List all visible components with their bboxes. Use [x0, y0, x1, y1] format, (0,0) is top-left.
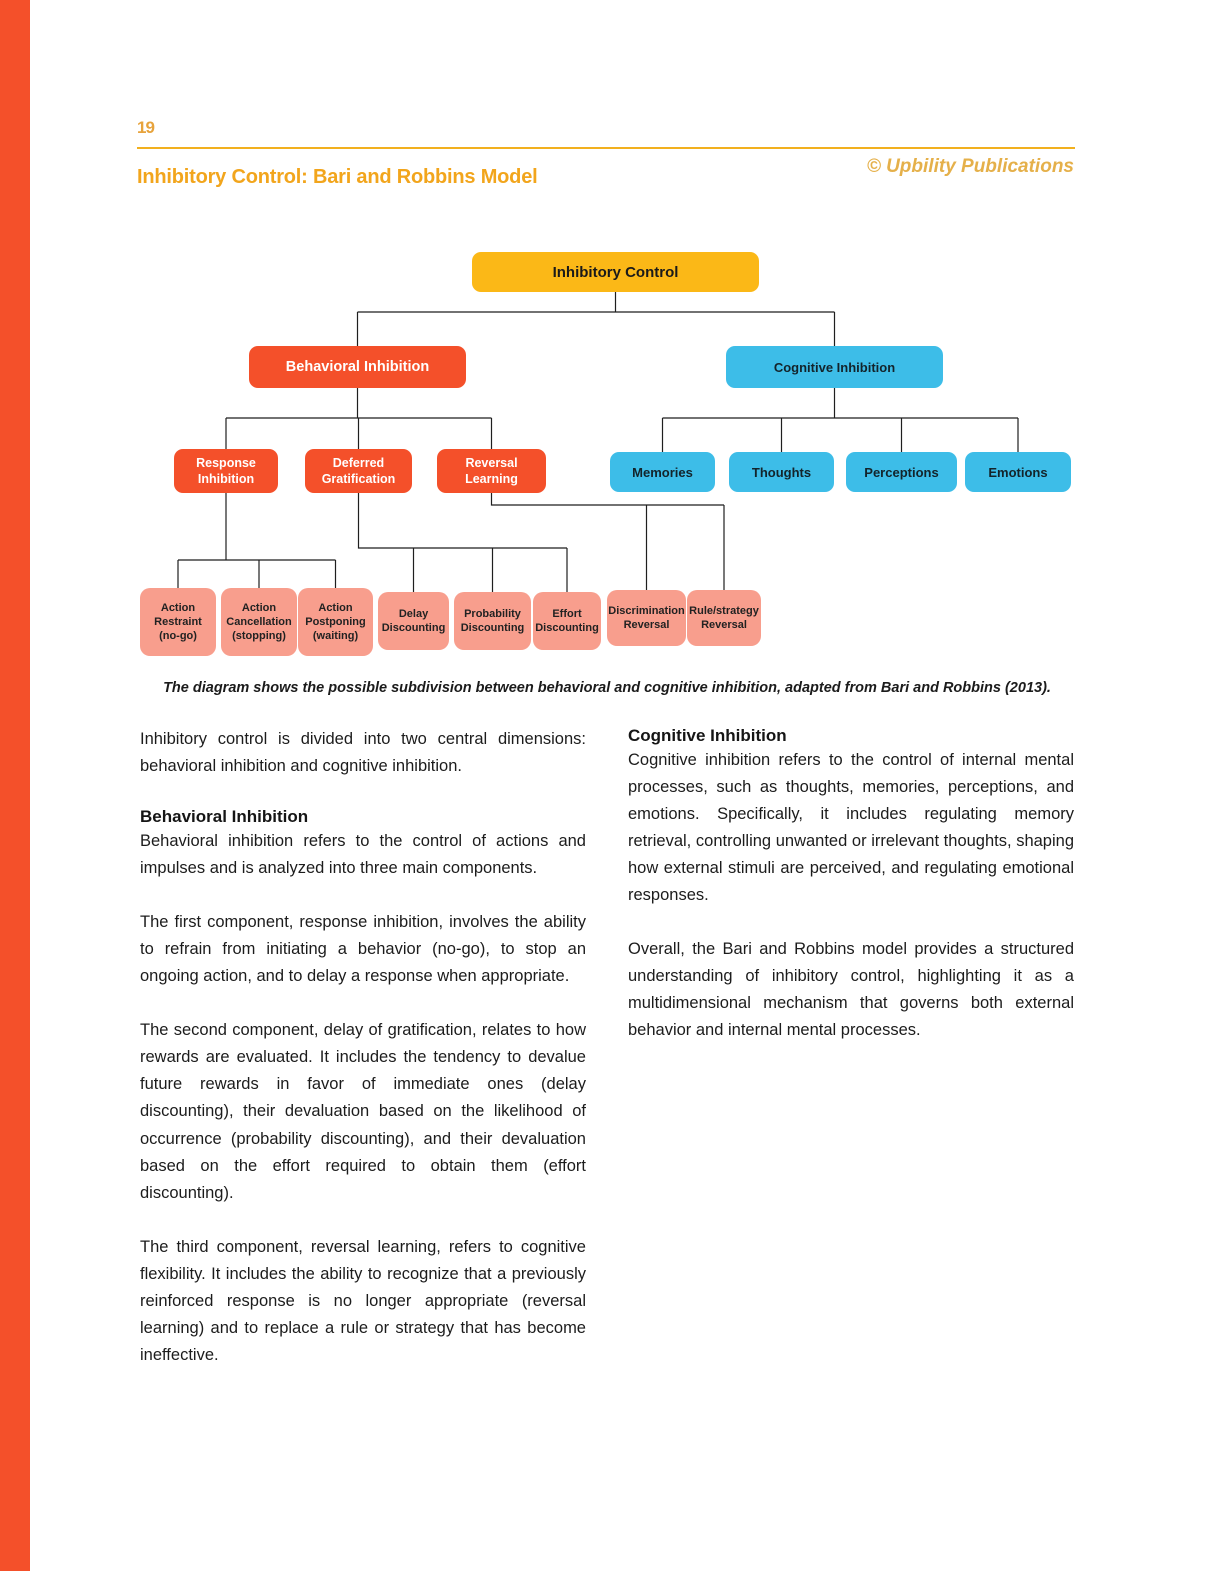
node-rule-strategy-reversal: Rule/strategy Reversal: [687, 590, 761, 646]
inhibitory-control-diagram: Inhibitory Control Behavioral Inhibition…: [0, 240, 1214, 710]
node-action-postponing: Action Postponing (waiting): [298, 588, 373, 656]
heading-cognitive-inhibition: Cognitive Inhibition: [628, 726, 787, 745]
delay-gratification-paragraph: The second component, delay of gratifica…: [140, 1021, 586, 1202]
node-action-restraint: Action Restraint (no-go): [140, 588, 216, 656]
node-perceptions: Perceptions: [846, 452, 957, 492]
behavioral-overview-paragraph: Behavioral inhibition refers to the cont…: [140, 832, 586, 878]
body-text: Inhibitory control is divided into two c…: [140, 726, 1074, 1396]
node-behavioral-inhibition: Behavioral Inhibition: [249, 346, 466, 388]
node-reversal-learning: Reversal Learning: [437, 449, 546, 493]
diagram-caption: The diagram shows the possible subdivisi…: [163, 680, 1051, 696]
copyright-notice: © Upbility Publications: [866, 156, 1074, 177]
intro-paragraph: Inhibitory control is divided into two c…: [140, 730, 586, 776]
overall-summary-paragraph: Overall, the Bari and Robbins model prov…: [628, 940, 1074, 1040]
reversal-learning-paragraph: The third component, reversal learning, …: [140, 1237, 586, 1364]
node-response-inhibition: Response Inhibition: [174, 449, 278, 493]
node-deferred-gratification: Deferred Gratification: [305, 449, 412, 493]
node-effort-discounting: Effort Discounting: [533, 592, 601, 650]
page-number: 19: [137, 118, 155, 137]
node-action-cancellation: Action Cancellation (stopping): [221, 588, 297, 656]
header-rule: [137, 147, 1075, 149]
node-emotions: Emotions: [965, 452, 1071, 492]
diagram-connectors: [177, 292, 1019, 592]
cognitive-inhibition-paragraph: Cognitive inhibition refers to the contr…: [628, 751, 1074, 905]
node-memories: Memories: [610, 452, 715, 492]
node-cognitive-inhibition: Cognitive Inhibition: [726, 346, 943, 388]
left-column: Inhibitory control is divided into two c…: [140, 726, 586, 1396]
heading-behavioral-inhibition: Behavioral Inhibition: [140, 807, 309, 827]
node-thoughts: Thoughts: [729, 452, 834, 492]
right-column: Cognitive Inhibition Cognitive inhibitio…: [628, 726, 1074, 1396]
response-inhibition-paragraph: The first component, response inhibition…: [140, 913, 586, 986]
node-discrimination-reversal: Discrimination Reversal: [607, 590, 686, 646]
node-delay-discounting: Delay Discounting: [378, 592, 449, 650]
left-accent-strip: [0, 0, 30, 1571]
node-probability-discounting: Probability Discounting: [454, 592, 531, 650]
node-inhibitory-control: Inhibitory Control: [472, 252, 759, 292]
page-title: Inhibitory Control: Bari and Robbins Mod…: [137, 166, 538, 188]
